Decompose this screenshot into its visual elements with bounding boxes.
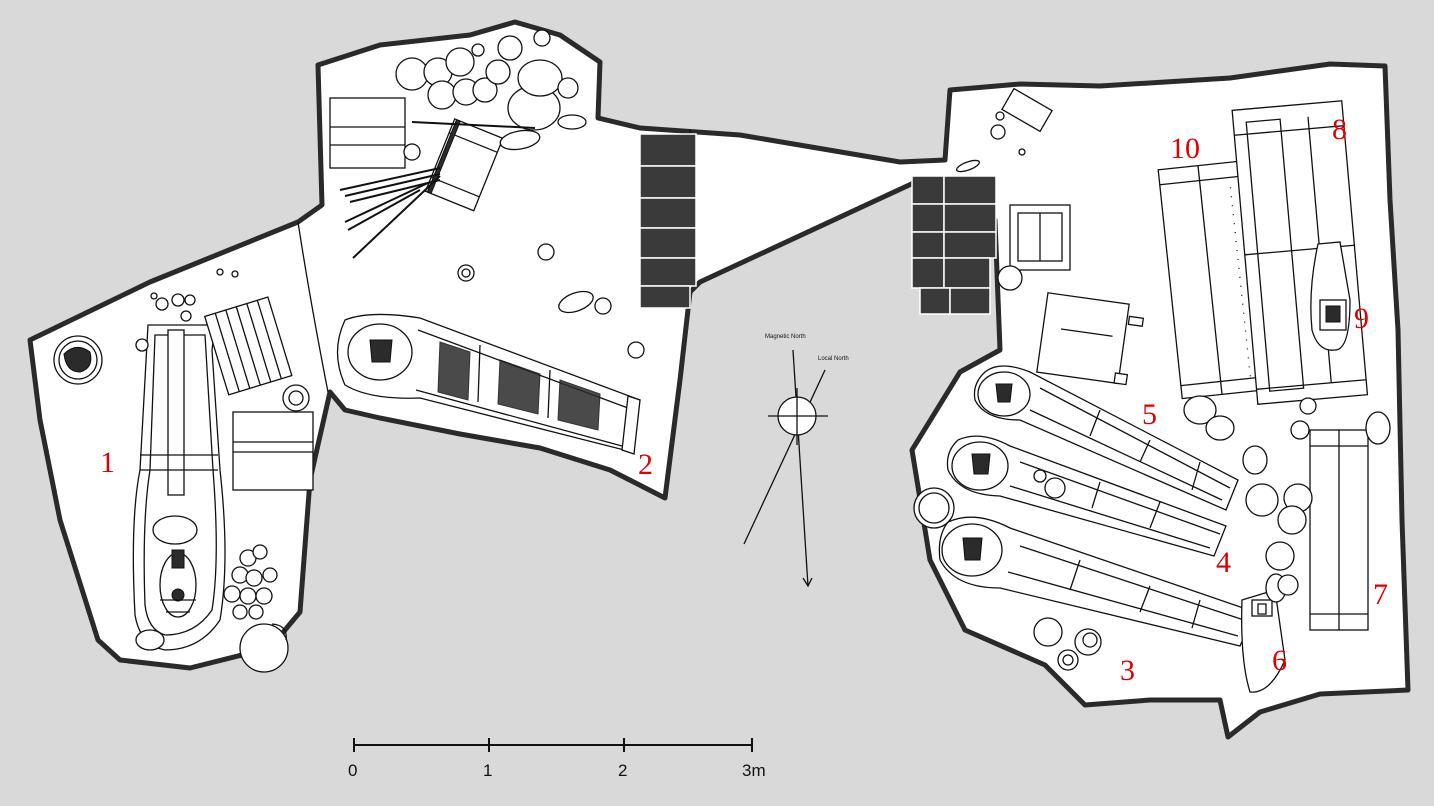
vessel xyxy=(499,129,541,151)
ring-vessel xyxy=(457,264,475,282)
coffin-2 xyxy=(336,313,641,455)
brick xyxy=(639,165,697,199)
mask-icon xyxy=(152,515,198,545)
large-jar xyxy=(239,623,289,673)
bowl xyxy=(403,143,421,161)
ring-vessel xyxy=(627,341,645,359)
brick xyxy=(943,257,991,289)
brick xyxy=(943,203,997,233)
label-8: 8 xyxy=(1332,113,1347,146)
coffin-1 xyxy=(132,324,226,651)
stick-bundle xyxy=(339,167,441,259)
item-9-figure xyxy=(1310,241,1351,351)
label-3: 3 xyxy=(1120,654,1135,687)
coffin-2-decorated-panels xyxy=(437,341,601,431)
round-vessel xyxy=(913,487,955,529)
brick xyxy=(911,203,945,233)
east-pottery xyxy=(1183,395,1391,596)
label-1: 1 xyxy=(100,446,115,479)
compass-icon: Magnetic North Local North xyxy=(743,334,849,588)
east-small-items xyxy=(955,87,1053,173)
label-10: 10 xyxy=(1170,132,1200,165)
scale-bar: 0 1 2 3m xyxy=(348,738,766,780)
coffin-1-plank xyxy=(167,329,185,496)
local-north-label: Local North xyxy=(818,356,849,362)
vessel xyxy=(558,290,594,314)
item-6-box-coffin xyxy=(1241,589,1286,693)
brick xyxy=(911,175,945,205)
object-labels: 1 2 3 4 5 6 7 8 9 10 xyxy=(100,113,1388,687)
label-4: 4 xyxy=(1216,546,1231,579)
brick xyxy=(639,257,697,287)
staff xyxy=(411,121,536,129)
coffin-5 xyxy=(973,365,1239,511)
brick xyxy=(919,287,951,315)
label-5: 5 xyxy=(1142,398,1157,431)
bowl xyxy=(537,243,555,261)
chair xyxy=(1036,292,1145,386)
brick xyxy=(949,287,991,315)
box xyxy=(1001,87,1053,133)
south-bowls xyxy=(1033,617,1102,671)
scale-tick-1: 1 xyxy=(483,761,492,780)
label-7: 7 xyxy=(1373,578,1388,611)
label-6: 6 xyxy=(1272,644,1287,677)
brick-blocking-west xyxy=(639,133,697,309)
chest-ribbed xyxy=(203,296,293,396)
stool xyxy=(997,204,1071,291)
brick xyxy=(639,285,691,309)
ring-vessel xyxy=(594,297,612,315)
chamber-divider xyxy=(297,221,329,393)
coffin-4 xyxy=(946,435,1227,557)
magnetic-north-label: Magnetic North xyxy=(765,334,806,340)
brick xyxy=(639,133,697,167)
coffin-3 xyxy=(938,516,1256,647)
coffin-7 xyxy=(1309,429,1369,631)
brick xyxy=(943,175,997,205)
label-2: 2 xyxy=(638,448,653,481)
brick xyxy=(911,231,945,259)
scale-tick-3m: 3m xyxy=(742,761,766,780)
pots-cluster-south xyxy=(223,544,278,620)
brick xyxy=(911,257,945,289)
scale-tick-2: 2 xyxy=(618,761,627,780)
brick xyxy=(639,227,697,259)
basket-icon xyxy=(53,335,103,385)
brick-blocking-east xyxy=(911,175,997,315)
brick xyxy=(943,231,997,259)
pots-cluster-west xyxy=(135,268,239,352)
north-pottery xyxy=(395,29,579,131)
north-box xyxy=(329,97,406,169)
chest-lidded xyxy=(232,411,314,491)
coffin-1-inner xyxy=(143,334,217,636)
scale-tick-0: 0 xyxy=(348,761,357,780)
vessel xyxy=(557,114,587,130)
brick xyxy=(639,197,697,229)
label-9: 9 xyxy=(1354,302,1369,335)
bowl xyxy=(135,629,165,651)
